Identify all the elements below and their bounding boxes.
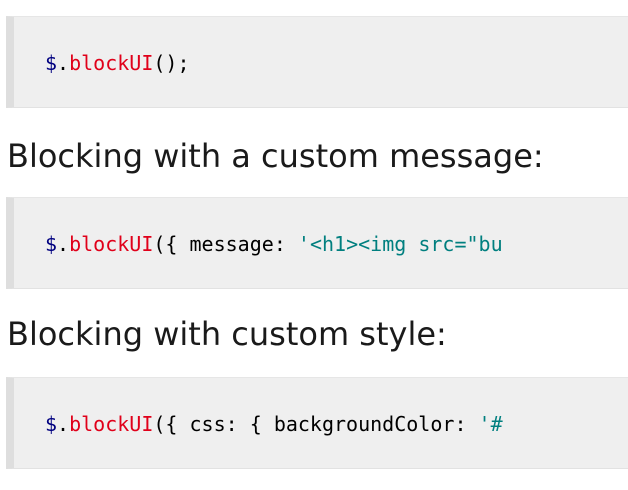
section-heading-custom-style: Blocking with custom style:: [7, 315, 447, 353]
code-token-punctuation: ({: [153, 412, 190, 436]
code-block-custom-style: $.blockUI({ css: { backgroundColor: '#: [6, 377, 628, 469]
code-token-punctuation: :: [273, 232, 298, 256]
code-token-dot: .: [57, 51, 70, 75]
section-heading-custom-message: Blocking with a custom message:: [7, 137, 544, 175]
code-token-key: css: [189, 412, 226, 436]
code-token-key: backgroundColor: [273, 412, 455, 436]
code-token-dot: .: [57, 412, 70, 436]
code-block-basic: $.blockUI();: [6, 16, 628, 108]
code-token-punctuation: ();: [153, 51, 190, 75]
code-token-dollar: $: [45, 51, 58, 75]
code-token-string: '<h1><img src="bu: [297, 232, 503, 256]
code-token-key: message: [189, 232, 274, 256]
code-line: $.blockUI({ message: '<h1><img src="bu: [45, 198, 503, 288]
code-token-dollar: $: [45, 232, 58, 256]
code-token-punctuation: :: [454, 412, 479, 436]
code-line: $.blockUI({ css: { backgroundColor: '#: [45, 378, 503, 468]
code-token-punctuation: ({: [153, 232, 190, 256]
code-token-dot: .: [57, 232, 70, 256]
code-token-function: blockUI: [69, 51, 154, 75]
code-token-string: '#: [478, 412, 503, 436]
code-token-dollar: $: [45, 412, 58, 436]
code-line: $.blockUI();: [45, 17, 190, 107]
code-token-punctuation: : {: [225, 412, 274, 436]
code-block-custom-message: $.blockUI({ message: '<h1><img src="bu: [6, 197, 628, 289]
code-token-function: blockUI: [69, 232, 154, 256]
code-token-function: blockUI: [69, 412, 154, 436]
